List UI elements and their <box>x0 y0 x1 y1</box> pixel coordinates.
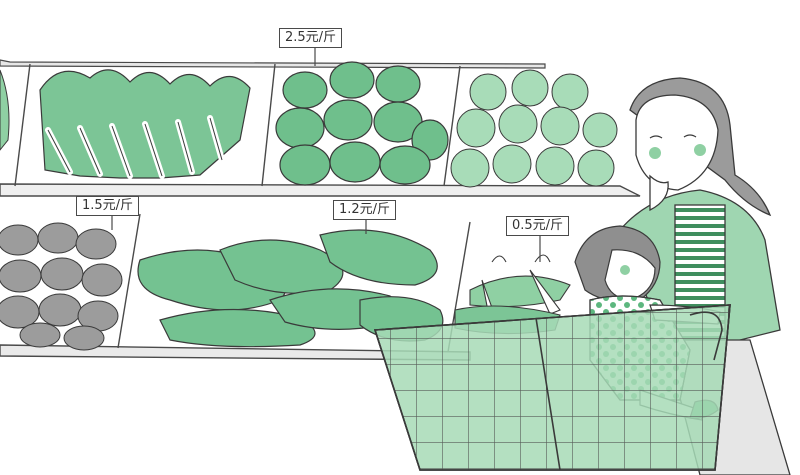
potatoes <box>0 222 123 351</box>
price-tag-cucumbers: 1.2元/斤 <box>333 200 397 220</box>
price-tag-carrots: 0.5元/斤 <box>506 216 570 236</box>
shopping-cart <box>373 304 731 471</box>
tag-strings <box>111 48 541 262</box>
upper-shelf <box>0 59 641 197</box>
price-tag-potatoes: 1.5元/斤 <box>76 196 140 216</box>
green-tomatoes <box>450 69 618 188</box>
price-tag-peppers: 2.5元/斤 <box>279 28 343 48</box>
bok-choy <box>0 69 251 179</box>
green-peppers <box>275 61 449 186</box>
